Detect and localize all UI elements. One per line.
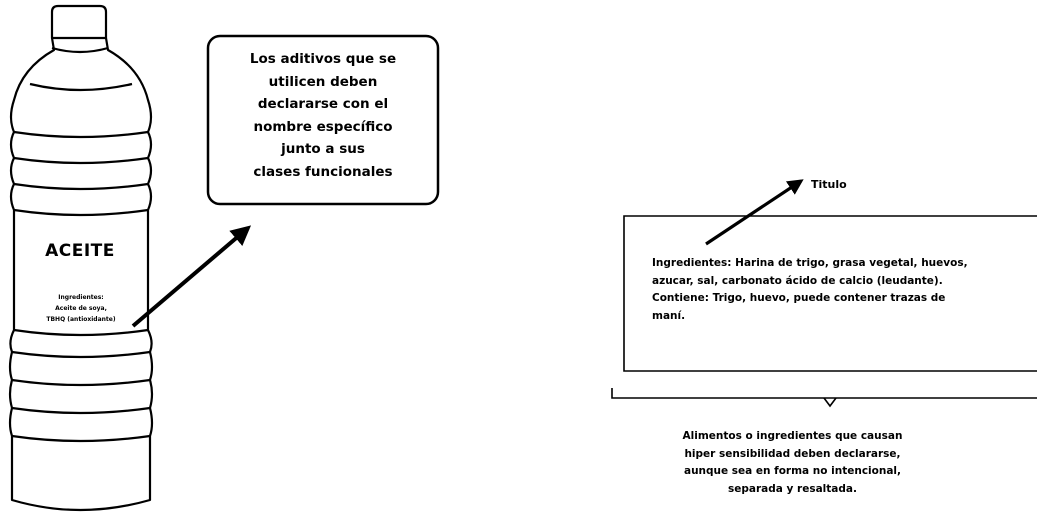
caption-line: hiper sensibilidad deben declararse, [684,447,901,460]
ingredients-statement: Ingredientes: Harina de trigo, grasa veg… [652,255,1037,325]
bottle-ingredients-line: Aceite de soya, [55,305,107,312]
caption-line: aunque sea en forma no intencional, [683,465,902,477]
callout-line: clases funcionales [253,163,393,180]
callout-text: Los aditivos que se utilicen deben decla… [218,48,428,183]
label-panel [623,215,1037,372]
callout-line: declararse con el [257,96,389,112]
caption-line: Alimentos o ingredientes que causan [682,430,903,442]
callout-arrow [131,225,252,328]
ingredients-line: Contiene: Trigo, huevo, puede contener t… [652,292,946,304]
callout-line: nombre específico [253,118,393,135]
ingredients-line: maní. [652,309,686,322]
callout-box [206,34,440,206]
oil-bottle [8,4,154,512]
callout-line: junto a sus [281,141,365,157]
bottle-label-ingredients: Ingredientes: Aceite de soya, TBHQ (anti… [25,292,137,325]
caption-line: separada y resaltada. [728,482,857,495]
callout-line: Los aditivos que se [249,51,397,67]
ingredients-line: azucar, sal, carbonato ácido de calcio (… [652,274,943,287]
titulo-label: Titulo [811,178,847,191]
ingredients-line: Ingredientes: Harina de trigo, grasa veg… [652,257,968,269]
bracket [611,388,1037,408]
bottle-ingredients-line: TBHQ (antioxidante) [46,316,116,323]
titulo-arrow [705,179,804,246]
bottle-label-title: ACEITE [45,241,115,261]
bottle-ingredients-line: Ingredientes: [58,294,104,301]
bracket-caption: Alimentos o ingredientes que causan hipe… [660,428,925,498]
callout-line: utilicen deben [268,73,378,90]
